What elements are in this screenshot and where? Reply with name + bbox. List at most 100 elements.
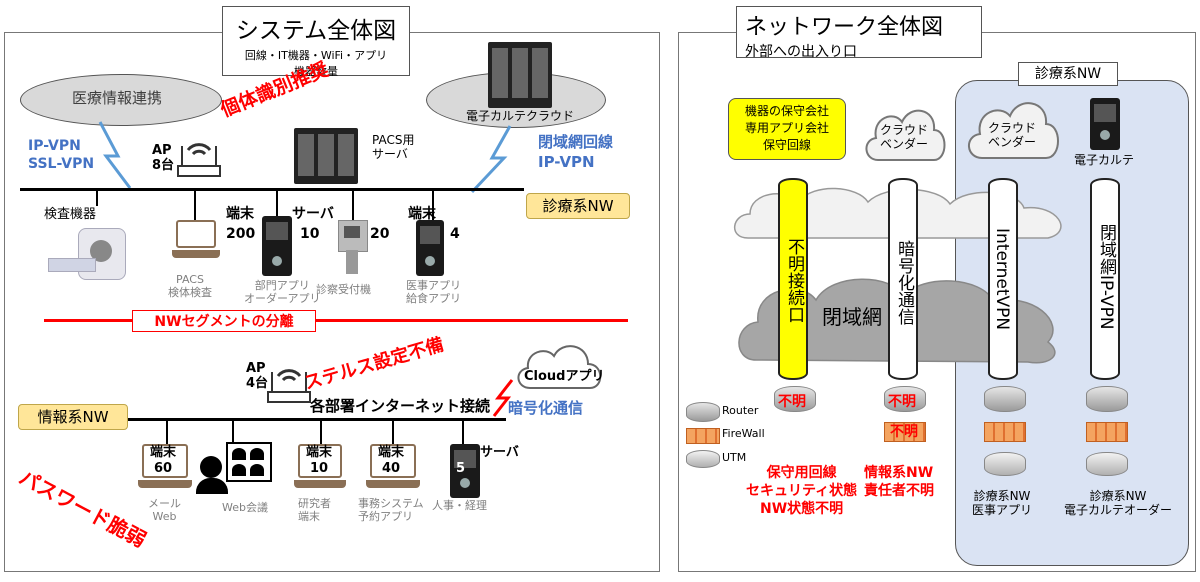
server2-label: サーバ [480, 445, 519, 460]
ipvpn-left-label: IP-VPN [28, 138, 81, 154]
legend-firewall-label: FireWall [722, 427, 765, 440]
lightning-left-icon [98, 121, 132, 189]
note-info-nw: 情報系NW 責任者不明 [864, 464, 934, 500]
ekarte-cloud-label: 電子カルテクラウド [466, 109, 575, 123]
cloud-vendor-2-line1: クラウド [988, 121, 1037, 135]
ekarte-cloud-server-icon [488, 42, 552, 108]
server2-count: 5 [456, 461, 466, 476]
pipe-encrypted [888, 178, 918, 380]
note-maintenance-line2: セキュリティ状態 [746, 483, 858, 499]
unknown-3: 不明 [890, 424, 918, 440]
mail-line2: Web [152, 509, 177, 523]
router-icon [884, 386, 926, 412]
router-icon [1086, 386, 1128, 412]
bottom-ekarte-order: 診療系NW 電子カルテオーダー [1064, 489, 1173, 518]
medical-tower-icon [416, 220, 444, 276]
terminal1-count: 200 [226, 226, 256, 242]
maintenance-line1: 機器の保守会社 [744, 104, 829, 118]
ap1-label-line1: AP [152, 143, 172, 158]
router-icon [774, 386, 816, 412]
web-meeting-label: Web会議 [222, 501, 268, 514]
drop-line [276, 190, 278, 216]
firewall-icon [984, 422, 1026, 442]
bottom-medical-app: 診療系NW 医事アプリ [972, 489, 1033, 518]
info-nw-box: 情報系NW [18, 404, 128, 430]
hr-label: 人事・経理 [432, 499, 487, 512]
dept-tower-icon [262, 216, 292, 276]
medical-nw-box: 診療系NW [526, 193, 630, 219]
drop-line [232, 420, 234, 444]
drop-line [392, 420, 394, 444]
server-label: サーバ [292, 206, 334, 222]
maintenance-line2: 専用アプリ会社 [744, 121, 829, 135]
utm-icon [984, 452, 1026, 476]
sslvpn-left-label: SSL-VPN [28, 156, 95, 172]
reception-kiosk-icon [338, 220, 368, 278]
t4-label: 端末 [378, 445, 405, 460]
medical-app-label: 医事アプリ 給食アプリ [406, 279, 461, 305]
pacs-exam-label: PACS 検体検査 [168, 273, 212, 299]
pipe-internet-vpn [988, 178, 1018, 380]
t3-count: 10 [310, 461, 329, 476]
firewall-icon [1086, 422, 1128, 442]
access-point-icon [177, 143, 221, 177]
office-line1: 事務システム [358, 497, 424, 510]
system-title: システム全体図 [235, 18, 397, 44]
ap2-label-line1: AP [246, 361, 266, 376]
maintenance-box: 機器の保守会社 専用アプリ会社 保守回線 [728, 98, 846, 160]
note-info-nw-line2: 責任者不明 [864, 483, 934, 499]
ap2-label: AP 4台 [246, 361, 268, 392]
medical-network-bus [20, 188, 524, 191]
pipe-unknown-connection-label: 不明接続口 [784, 238, 804, 323]
t1-count: 60 [154, 461, 173, 476]
terminal1-label: 端末 [226, 206, 254, 222]
t3-label: 端末 [306, 445, 333, 460]
cloud-vendor-1-line1: クラウド [880, 123, 929, 137]
lightning-red-icon [492, 379, 514, 417]
medical-link-ellipse [20, 74, 222, 126]
unknown-1: 不明 [778, 394, 806, 410]
bottom-ekarte-order-line2: 電子カルテオーダー [1064, 502, 1173, 517]
drop-line [320, 420, 322, 444]
pacs-server-label: PACS用 サーバ [372, 133, 414, 162]
researcher-line1: 研究者 [298, 497, 331, 510]
note-maintenance: 保守用回線 セキュリティ状態 NW状態不明 [746, 464, 857, 518]
cloud-vendor-1-label: クラウド ベンダー [880, 123, 929, 152]
segment-line [44, 319, 628, 322]
bottom-medical-app-line2: 医事アプリ [972, 502, 1033, 517]
legend-utm-icon [686, 450, 720, 468]
pipe-encrypted-label: 暗号化通信 [894, 240, 914, 325]
terminal2-count: 4 [450, 226, 460, 242]
t1-label: 端末 [150, 445, 177, 460]
closed-network-label: 閉域網 [822, 305, 882, 329]
legend-utm-label: UTM [722, 451, 747, 464]
segment-label: NWセグメントの分離 [154, 314, 294, 330]
web-meeting-icon [196, 442, 274, 494]
firewall-icon [884, 422, 926, 442]
router-icon [984, 386, 1026, 412]
note-maintenance-line1: 保守用回線 [766, 465, 837, 481]
ap1-label: AP 8台 [152, 143, 174, 174]
closed-line-label: 閉域網回線 [538, 133, 614, 151]
drop-line [194, 190, 196, 220]
legend-firewall-icon [686, 428, 720, 444]
office-label: 事務システム 予約アプリ [358, 497, 424, 523]
network-title: ネットワーク全体図 [745, 15, 944, 40]
kiosk-count: 20 [370, 226, 390, 242]
pacs-server-label-line2: サーバ [372, 146, 408, 161]
ekarte-label: 電子カルテ [1074, 153, 1135, 167]
terminal2-label: 端末 [408, 206, 436, 222]
network-subtitle: 外部への出入り口 [745, 44, 857, 60]
exam-device-label: 検査機器 [44, 207, 97, 222]
bottom-medical-app-line1: 診療系NW [973, 489, 1031, 503]
encrypted-label: 暗号化通信 [508, 399, 584, 417]
utm-icon [1086, 452, 1128, 476]
hr-tower-icon [450, 444, 480, 498]
drop-line [432, 190, 434, 220]
cloud-vendor-1-icon [865, 109, 946, 161]
pipe-closed-ipvpn-label: 閉域網IP-VPN [1096, 224, 1116, 330]
drop-line [166, 420, 168, 444]
cloud-app-icon [517, 345, 602, 389]
medical-app-line1: 医事アプリ [406, 279, 461, 292]
pacs-exam-line2: 検体検査 [168, 285, 212, 299]
